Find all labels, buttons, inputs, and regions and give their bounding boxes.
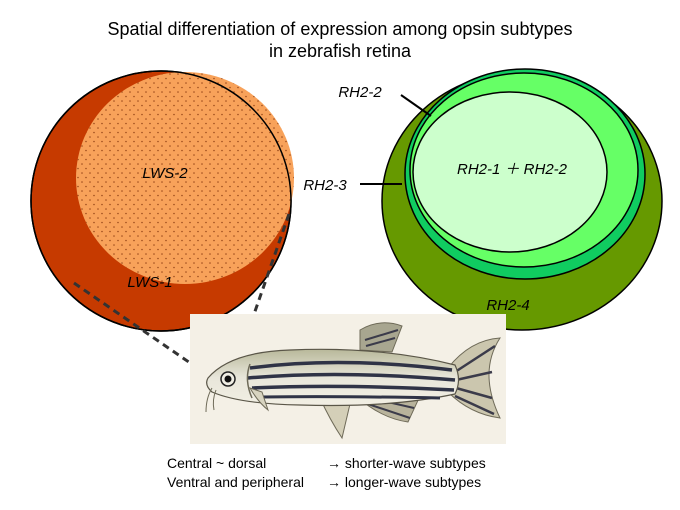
legend-row-2-subtypes: longer-wave subtypes (344, 474, 482, 490)
left-retina: LWS-2 LWS-1 (30, 70, 294, 332)
rh2-1-rh2-2-region (412, 91, 608, 253)
legend-row-1: Central ~ dorsal → shorter-wave subtypes (167, 454, 486, 472)
legend-row-2-region: Ventral and peripheral (167, 474, 304, 490)
rh2-2-pointer (400, 94, 432, 117)
diagram-title-line-1: Spatial differentiation of expression am… (107, 19, 573, 39)
legend-row-1-region: Central ~ dorsal (167, 455, 267, 471)
rh2-1-rh2-2-label: RH2-1 ＋ RH2-2 (457, 161, 568, 178)
legend-row-1-subtypes: shorter-wave subtypes (344, 455, 486, 471)
legend-row-1-arrow: → (327, 455, 341, 471)
legend-row-2-arrow: → (327, 474, 341, 490)
legend-row-2: Ventral and peripheral → longer-wave subt… (167, 473, 481, 491)
connector-right (236, 213, 291, 361)
rh2-2-label: RH2-2 (338, 84, 382, 101)
connector-left (73, 281, 213, 380)
rh2-3-label: RH2-3 (303, 177, 347, 194)
diagram-title-line-2: in zebrafish retina (268, 41, 412, 61)
lws2-stipple (76, 72, 294, 284)
rh2-4-label: RH2-4 (486, 297, 529, 314)
right-retina: RH2-1 ＋ RH2-2 RH2-4 RH2-2 RH2-3 (303, 68, 663, 331)
lws1-label: LWS-1 (127, 274, 172, 291)
left-retina-outline (30, 70, 292, 332)
zebrafish-illustration (190, 314, 506, 444)
lws2-label: LWS-2 (142, 165, 188, 182)
